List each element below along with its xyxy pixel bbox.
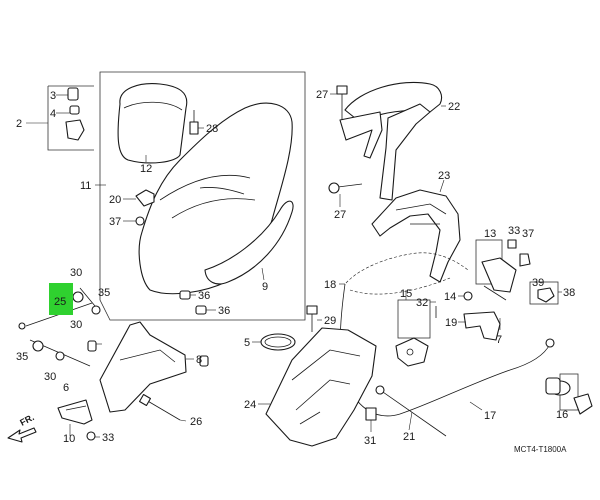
seal-5-part (252, 333, 296, 351)
hinge-rod-part (18, 287, 101, 367)
callout-28: 28 (206, 123, 218, 135)
callout-30-a: 30 (70, 267, 82, 279)
callout-20: 20 (109, 194, 121, 206)
catch-13-part (481, 257, 517, 301)
callout-27-top: 27 (316, 89, 328, 101)
callout-12: 12 (140, 163, 152, 175)
bracket-39-part (537, 287, 562, 303)
bracket-10-part (57, 399, 93, 436)
callout-37-b: 37 (522, 228, 534, 240)
callout-25: 25 (54, 296, 66, 308)
group-38-frame (529, 281, 559, 305)
callout-38: 38 (563, 287, 575, 299)
grommet-36a-part (179, 290, 196, 300)
highlighted-part-25-marker (49, 283, 73, 315)
callout-2: 2 (16, 118, 22, 130)
callout-24: 24 (244, 399, 256, 411)
callout-10: 10 (63, 433, 75, 445)
callout-19: 19 (445, 317, 457, 329)
nut-37b-part (519, 253, 531, 267)
callout-16: 16 (556, 409, 568, 421)
nut-37a-part (123, 216, 145, 226)
bolt-33b-part (86, 431, 100, 441)
callout-17: 17 (484, 410, 496, 422)
callout-18: 18 (324, 279, 336, 291)
callout-6: 6 (63, 382, 69, 394)
callout-23: 23 (438, 170, 450, 182)
catch-assembly-part (56, 87, 85, 141)
nut-33a-part (507, 239, 517, 249)
bolt-27a-part (330, 85, 348, 120)
utility-box-part (258, 327, 377, 447)
grommet-34b-part (199, 355, 209, 367)
rear-carrier-part (371, 179, 461, 283)
latch-assembly-part (395, 290, 437, 367)
diagram-code: MCT4-T1800A (514, 445, 567, 454)
callout-11: 11 (80, 180, 91, 192)
seat-group-frame (99, 71, 306, 321)
callout-14: 14 (444, 291, 456, 303)
bolt-29-part (306, 305, 322, 332)
callout-9: 9 (262, 281, 268, 293)
rod-21-part (375, 385, 447, 437)
callout-39: 39 (532, 277, 544, 289)
callout-3: 3 (50, 90, 56, 102)
clip-31-part (365, 407, 377, 432)
grommet-36b-part (195, 305, 216, 315)
callout-36-a: 36 (198, 290, 210, 302)
bolt-27b-part (328, 182, 363, 207)
callout-35-a: 35 (98, 287, 110, 299)
callout-27-lower: 27 (334, 209, 346, 221)
callout-30-b: 30 (70, 319, 82, 331)
callout-30-c: 30 (44, 371, 56, 383)
callout-33-a: 33 (508, 225, 520, 237)
grommet-34a-part (87, 340, 102, 352)
callout-15: 15 (400, 288, 412, 300)
washer-14-part (458, 291, 473, 301)
callout-37-a: 37 (109, 216, 121, 228)
callout-33-b: 33 (102, 432, 114, 444)
callout-21: 21 (403, 431, 415, 443)
callout-36-b: 36 (218, 305, 230, 317)
key-cylinder-part (545, 377, 593, 415)
callout-22: 22 (448, 101, 460, 113)
callout-4: 4 (50, 108, 56, 120)
bolt-26-part (138, 393, 187, 422)
callout-32: 32 (416, 297, 428, 309)
bolt-28-part (189, 110, 204, 135)
front-arrow-icon (7, 427, 37, 443)
seat-hinge-bracket-part (99, 321, 194, 413)
grab-rail-part (339, 81, 446, 201)
bracket-19-part (458, 311, 501, 341)
callout-29: 29 (324, 315, 336, 327)
backrest-part (117, 83, 188, 164)
callout-35-b: 35 (16, 351, 28, 363)
front-marker-label: FR. (18, 412, 35, 428)
callout-31: 31 (364, 435, 376, 447)
callout-8: 8 (196, 354, 202, 366)
catch-group-frame (47, 86, 94, 151)
callout-26: 26 (190, 416, 202, 428)
seat-part (138, 102, 294, 295)
clip-20-part (123, 189, 155, 207)
callout-5: 5 (244, 337, 250, 349)
callout-7: 7 (496, 334, 502, 346)
callout-13: 13 (484, 228, 496, 240)
